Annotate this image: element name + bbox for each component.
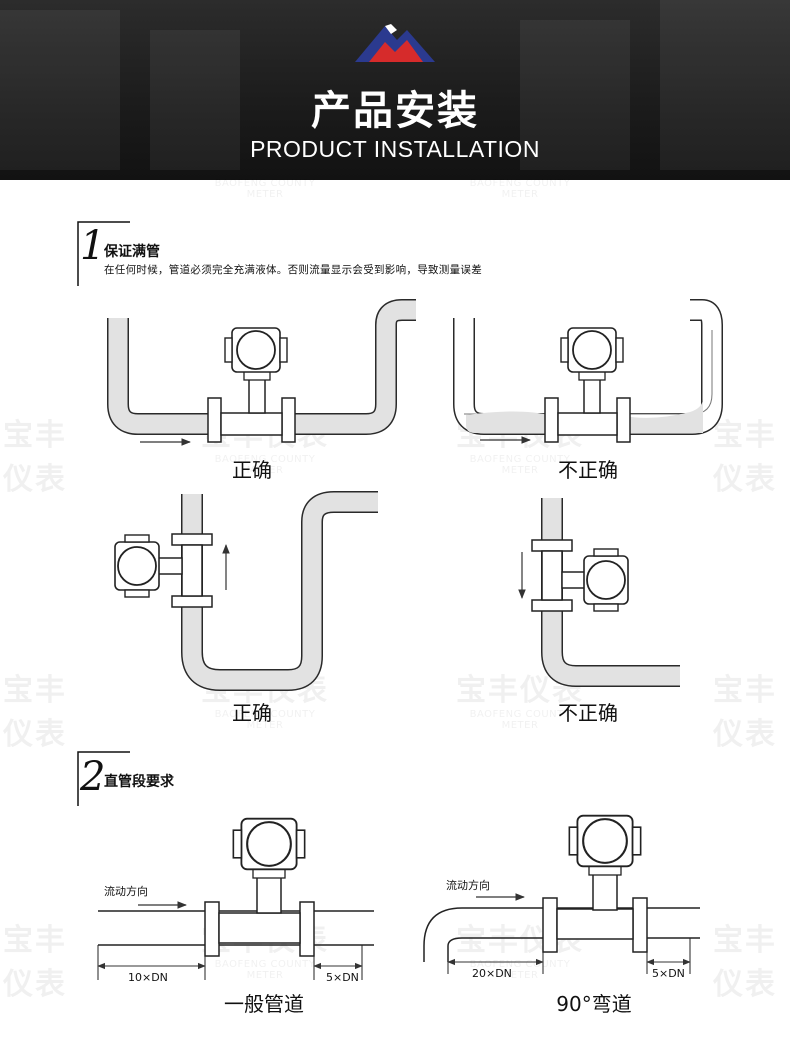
caption-incorrect: 不正确 [558,458,618,482]
diagram-vertical-incorrect [518,498,680,687]
section-2-title: 直管段要求 [104,774,174,790]
dim-downstream-5dn: 5×DN [326,971,359,984]
caption-incorrect: 不正确 [558,701,618,725]
caption-elbow: 90°弯道 [556,992,632,1016]
header-banner: 产品安装 PRODUCT INSTALLATION [0,0,790,180]
caption-general-pipe: 一般管道 [224,992,304,1016]
diagram-general-pipe [97,817,374,980]
caption-correct: 正确 [232,701,272,725]
diagram-vertical-correct [114,491,378,691]
flow-direction-label: 流动方向 [446,879,490,892]
dim-upstream-10dn: 10×DN [128,971,168,984]
page-subtitle: PRODUCT INSTALLATION [250,136,540,162]
diagram-full-pipe-incorrect [453,299,723,444]
diagram-full-pipe-correct [107,299,416,446]
dim-downstream-5dn: 5×DN [652,967,685,980]
mountain-logo-icon [355,24,435,62]
dim-upstream-20dn: 20×DN [472,967,512,980]
diagram-90-elbow [423,814,700,974]
section-1-number: 1 [80,223,106,269]
section-1-description: 在任何时候，管道必须完全充满液体。否则流量显示会受到影响，导致测量误差 [104,264,482,276]
page-title: 产品安装 [311,87,479,134]
flow-direction-label: 流动方向 [104,885,148,898]
caption-correct: 正确 [232,458,272,482]
section-2-number: 2 [80,754,106,800]
section-1-title: 保证满管 [104,244,160,260]
